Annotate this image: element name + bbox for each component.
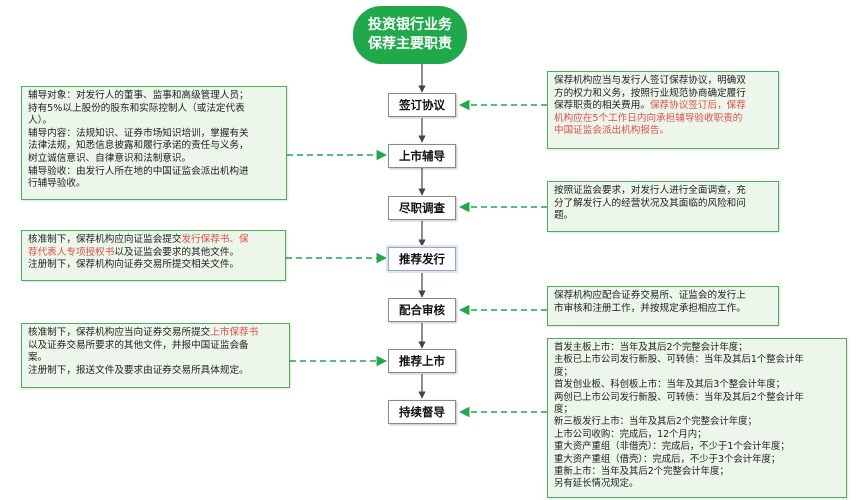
note-text: 树立诚信意识、自律意识和法制意识。 [28,152,192,164]
note-text: 注册制下，保荐机构向证券交易所提交相关文件。 [28,259,240,271]
note-text: 另有延长情况规定。 [554,478,639,490]
note-text: 上市公司收购：完成后，12个月内； [554,428,707,440]
note-text: 重大资产重组（借壳）：完成后，不少于3个会计年度； [554,453,781,465]
note-text: 核准制下，保荐机构应向证监会提交发行保荐书、保 [28,234,249,245]
step-agreement: 签订协议 [388,93,456,117]
note-text: 主板已上市公司发行新股、可转债：当年及其后1个整会计年 [554,354,804,366]
note-text: 重大资产重组（非借壳）：完成后，不少于1个会计年度； [554,441,790,453]
note-text: 两创已上市公司发行新股、可转债：当年及其后2个整会计年 [554,391,804,403]
highlight-text: 保荐协议签订后，保荐 [649,100,746,112]
note-text: 保荐职责的相关费用。保荐协议签订后，保荐 [554,100,746,112]
step-review: 配合审核 [388,298,456,322]
note-supervision: 首发主板上市：当年及其后2个完整会计年度； 主板已上市公司发行新股、可转债：当年… [547,338,847,498]
note-text: 辅导验收：由发行人所在地的中国证监会派出机构进 [28,165,249,177]
note-text: 按照证监会要求，对发行人进行全面调查，充 [554,185,746,196]
note-tutoring: 辅导对象：对发行人的董事、监事和高级管理人员； 持有5%以上股份的股东和实际控制… [21,86,287,200]
note-text: 题。 [554,210,574,222]
note-text: 重新上市：当年及其后2个完整会计年度； [554,466,729,478]
note-text: 以及证券交易所要求的其他文件，并报中国证监会备 [28,339,249,351]
note-text: 分了解发行人的经营状况及其面临的风险和问 [554,197,746,209]
note-text: 注册制下，报送文件及要求由证券交易所具体规定。 [28,364,249,376]
title-line2: 保荐主要职责 [368,36,452,52]
note-connectors [286,99,547,418]
note-recommend-listing: 核准制下，保荐机构应当向证券交易所提交上市保荐书 以及证券交易所要求的其他文件，… [21,323,290,388]
step-tutoring: 上市辅导 [388,144,456,168]
note-text: 辅导对象：对发行人的董事、监事和高级管理人员； [28,90,249,101]
step-due-diligence: 尽职调查 [388,196,456,220]
note-text: 度； [554,366,573,378]
note-text: 荐代表人专项授权书以及证监会要求的其他文件。 [28,246,240,258]
step-supervision: 持续督导 [388,400,456,424]
title-line1: 投资银行业务 [368,17,452,33]
note-agreement: 保荐机构应当与发行人签订保荐协议，明确双 方的权力和义务，按照行业规范协商确定履… [547,71,779,149]
highlight-text: 发行保荐书、保 [181,234,249,245]
step-recommend-listing: 推荐上市 [388,349,456,373]
note-due-diligence: 按照证监会要求，对发行人进行全面调查，充 分了解发行人的经营状况及其面临的风险和… [547,181,779,232]
title-node: 投资银行业务 保荐主要职责 [353,6,467,64]
note-text: 新三板发行上市：当年及其后2个完整会计年度； [554,416,757,428]
note-recommend-issue: 核准制下，保荐机构应向证监会提交发行保荐书、保 荐代表人专项授权书以及证监会要求… [21,230,286,281]
note-text: 核准制下，保荐机构应当向证券交易所提交上市保荐书 [28,327,259,338]
note-text: 法律法规，知悉信息披露和履行承诺的责任与义务， [28,140,249,152]
note-text: 人）。 [28,115,52,127]
note-text: 辅导内容：法规知识、证券市场知识培训，掌握有关 [28,127,249,139]
highlight-text: 荐代表人专项授权书 [28,246,115,258]
highlight-text: 机构应在5个工作日内向承担辅导验收职责的 [554,112,743,124]
note-text: 保荐机构应当与发行人签订保荐协议，明确双 [554,75,746,86]
note-text: 持有5%以上股份的股东和实际控制人（或法定代表 [28,102,245,114]
note-text: 市审核和注册工作，并按规定承担相应工作。 [554,302,746,314]
note-text: 案。 [28,352,48,364]
note-text: 行辅导验收。 [28,178,86,190]
note-review: 保荐机构应配合证券交易所、证监会的发行上 市审核和注册工作，并按规定承担相应工作… [547,286,779,326]
note-text: 首发主板上市：当年及其后2个完整会计年度； [554,342,748,353]
step-recommend-issue: 推荐发行 [388,247,456,271]
note-text: 方的权力和义务，按照行业规范协商确定履行 [554,87,746,99]
note-text: 首发创业板、科创板上市：当年及其后3个整会计年度； [554,379,785,391]
highlight-text: 上市保荐书 [210,327,259,338]
note-text: 保荐机构应配合证券交易所、证监会的发行上 [554,290,746,301]
highlight-text: 中国证监会派出机构报告。 [554,125,670,137]
note-text: 度； [554,404,573,416]
